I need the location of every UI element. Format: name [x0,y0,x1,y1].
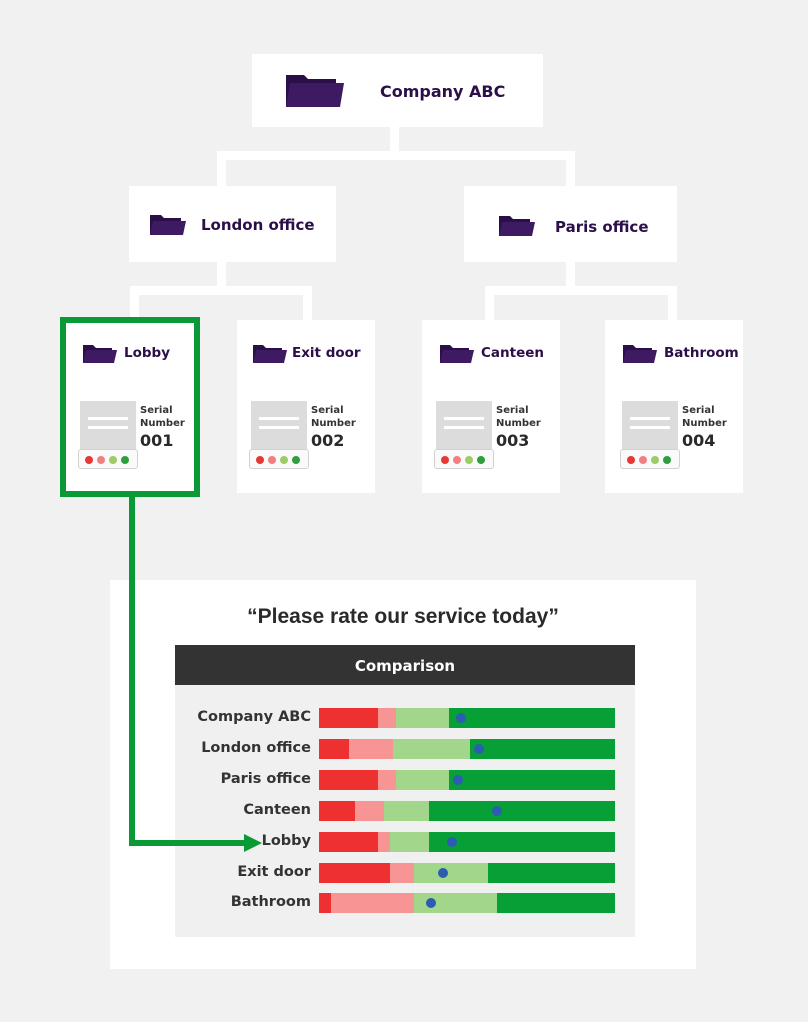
average-marker [456,713,467,723]
location-label: Lobby [124,345,171,361]
category-label: Exit door [237,863,311,880]
folder-icon [286,75,344,107]
bar-segment [378,708,397,728]
bar-segment [354,800,385,821]
folder-icon [253,345,287,363]
location-node-exit-door[interactable]: Exit door Serial Number 002 [237,320,375,493]
average-marker [447,836,458,847]
office-label: Paris office [555,218,649,236]
bar-segment [390,862,415,883]
device-buttons [620,449,680,469]
serial-number-label: Serial Number [140,405,185,429]
folder-icon [440,345,474,363]
bar-segment [319,893,332,914]
device-screen [80,401,136,449]
bar-segment [378,831,391,852]
office-node-london[interactable]: London office [129,186,336,262]
office-label: London office [201,216,315,234]
bar-segment [413,893,498,914]
feedback-device: Serial Number 002 [249,401,363,473]
serial-number-value: 003 [496,431,530,450]
serial-number-label: Serial Number [496,405,541,429]
bar-segment [319,708,379,728]
bar-segment [348,738,394,759]
category-label: Canteen [243,801,311,818]
category-label: London office [201,739,311,756]
folder-icon [499,216,535,236]
folder-icon [150,215,186,235]
bar-segment [395,708,450,728]
average-marker [473,743,484,754]
average-marker [438,867,449,878]
bar-segment [428,831,616,852]
serial-number-value: 004 [682,431,716,450]
serial-number-value: 001 [140,431,174,450]
average-marker [491,805,502,816]
survey-panel: “Please rate our service today” Comparis… [110,580,696,969]
root-node[interactable]: Company ABC [252,54,543,127]
bar-segment [384,800,429,821]
location-node-bathroom[interactable]: Bathroom Serial Number 004 [605,320,743,493]
bar-segment [469,738,616,759]
category-label: Company ABC [197,709,311,725]
location-label: Exit door [292,345,361,361]
location-node-lobby[interactable]: Lobby Serial Number 001 [60,317,200,497]
bar-segment [487,862,616,883]
average-marker [453,774,464,785]
bar-segment [496,893,616,914]
bar-segment [393,738,471,759]
category-label: Lobby [261,832,311,849]
bar-segment [319,831,379,852]
bar-segment [319,862,391,883]
device-buttons [434,449,494,469]
office-node-paris[interactable]: Paris office [464,186,677,262]
device-screen [436,401,492,449]
folder-icon [623,345,657,363]
category-label: Paris office [220,770,311,787]
device-screen [251,401,307,449]
location-label: Bathroom [664,345,739,361]
bar-segment [428,800,616,821]
bar-segment [395,769,450,790]
root-label: Company ABC [380,82,506,101]
bar-segment [449,769,616,790]
survey-question: “Please rate our service today” [247,605,559,628]
average-marker [426,898,437,909]
bar-segment [330,893,415,914]
serial-number-label: Serial Number [682,405,727,429]
chart-title: Comparison [175,645,635,685]
serial-number-value: 002 [311,431,345,450]
bar-segment [378,769,397,790]
device-buttons [78,449,138,469]
feedback-device: Serial Number 001 [78,401,192,473]
feedback-device: Serial Number 004 [620,401,734,473]
serial-number-label: Serial Number [311,405,356,429]
bar-segment [319,769,379,790]
arrow-head-icon [244,834,262,852]
bar-segment [390,831,429,852]
bar-segment [319,738,350,759]
device-buttons [249,449,309,469]
bar-segment [413,862,489,883]
category-label: Bathroom [230,894,311,911]
device-screen [622,401,678,449]
folder-icon [83,345,117,363]
feedback-device: Serial Number 003 [434,401,548,473]
bar-segment [449,708,616,728]
bar-segment [319,800,356,821]
location-label: Canteen [481,345,545,361]
location-node-canteen[interactable]: Canteen Serial Number 003 [422,320,560,493]
